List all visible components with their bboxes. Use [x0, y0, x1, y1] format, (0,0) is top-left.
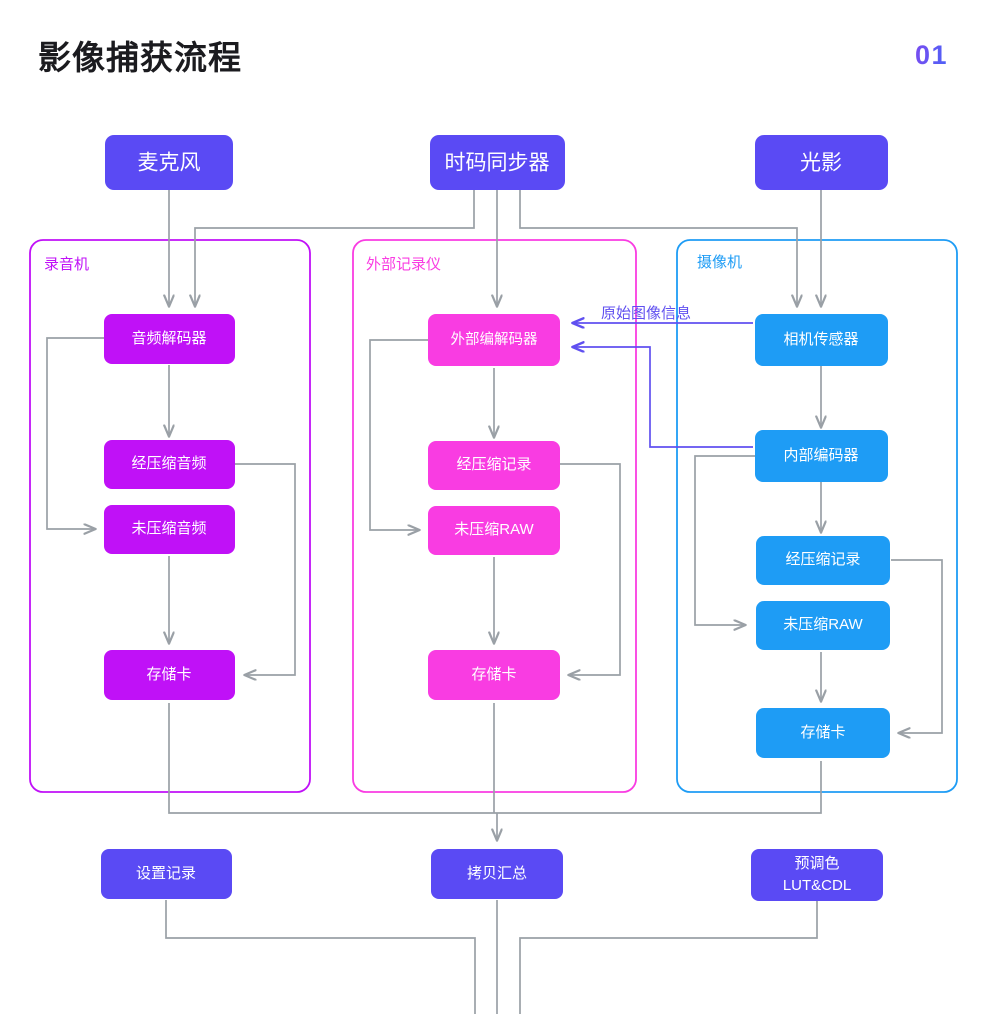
- wire-internal-encoder-to-uncompressed-raw: [694, 455, 755, 625]
- node-recorder-card[interactable]: 存储卡: [104, 650, 235, 700]
- node-timecode[interactable]: 时码同步器: [430, 135, 565, 190]
- node-uncompressed-raw[interactable]: 未压缩RAW: [428, 506, 560, 555]
- node-uncompressed-audio[interactable]: 未压缩音频: [104, 505, 235, 554]
- node-settings-log[interactable]: 设置记录: [101, 849, 232, 899]
- node-pre-grade[interactable]: 预调色 LUT&CDL: [751, 849, 883, 901]
- wire-timecode-to-audio-decoder: [195, 190, 475, 307]
- group-label-camera: 摄像机: [697, 254, 742, 271]
- wire-pre-grade-down: [519, 900, 818, 1014]
- wire-camera-compressed-record-to-camera-card: [891, 559, 943, 733]
- wire-compressed-record-to-external-card: [560, 463, 621, 675]
- edge-label-raw-image-info: 原始图像信息: [601, 305, 691, 322]
- node-mic[interactable]: 麦克风: [105, 135, 233, 190]
- node-copy-aggregate[interactable]: 拷贝汇总: [431, 849, 563, 899]
- page-number: 01: [914, 40, 948, 70]
- wire-audio-decoder-to-uncompressed-audio: [46, 337, 104, 529]
- node-light[interactable]: 光影: [755, 135, 888, 190]
- group-frame-recorder: [29, 239, 311, 793]
- wire-recorder-card-to-bus: [168, 703, 497, 814]
- wire-internal-encoder-to-external-codec: [572, 347, 753, 448]
- node-camera-uncompressed-raw[interactable]: 未压缩RAW: [756, 601, 890, 650]
- wire-external-codec-to-uncompressed-raw: [369, 339, 428, 530]
- node-external-codec[interactable]: 外部编解码器: [428, 314, 560, 366]
- node-camera-sensor[interactable]: 相机传感器: [755, 314, 888, 366]
- group-label-external-recorder: 外部记录仪: [366, 256, 441, 273]
- node-audio-decoder[interactable]: 音频解码器: [104, 314, 235, 364]
- wire-timecode-to-camera-sensor: [519, 190, 797, 307]
- group-label-recorder: 录音机: [44, 256, 89, 273]
- node-camera-compressed-record[interactable]: 经压缩记录: [756, 536, 890, 585]
- wire-settings-log-down: [165, 900, 476, 1014]
- node-compressed-audio[interactable]: 经压缩音频: [104, 440, 235, 489]
- node-external-card[interactable]: 存储卡: [428, 650, 560, 700]
- node-camera-card[interactable]: 存储卡: [756, 708, 890, 758]
- group-frame-camera: [676, 239, 958, 793]
- wire-compressed-audio-to-recorder-card: [235, 463, 296, 675]
- page-title: 影像捕获流程: [38, 39, 242, 76]
- node-internal-encoder[interactable]: 内部编码器: [755, 430, 888, 482]
- node-compressed-record[interactable]: 经压缩记录: [428, 441, 560, 490]
- wire-camera-card-to-bus: [497, 761, 822, 814]
